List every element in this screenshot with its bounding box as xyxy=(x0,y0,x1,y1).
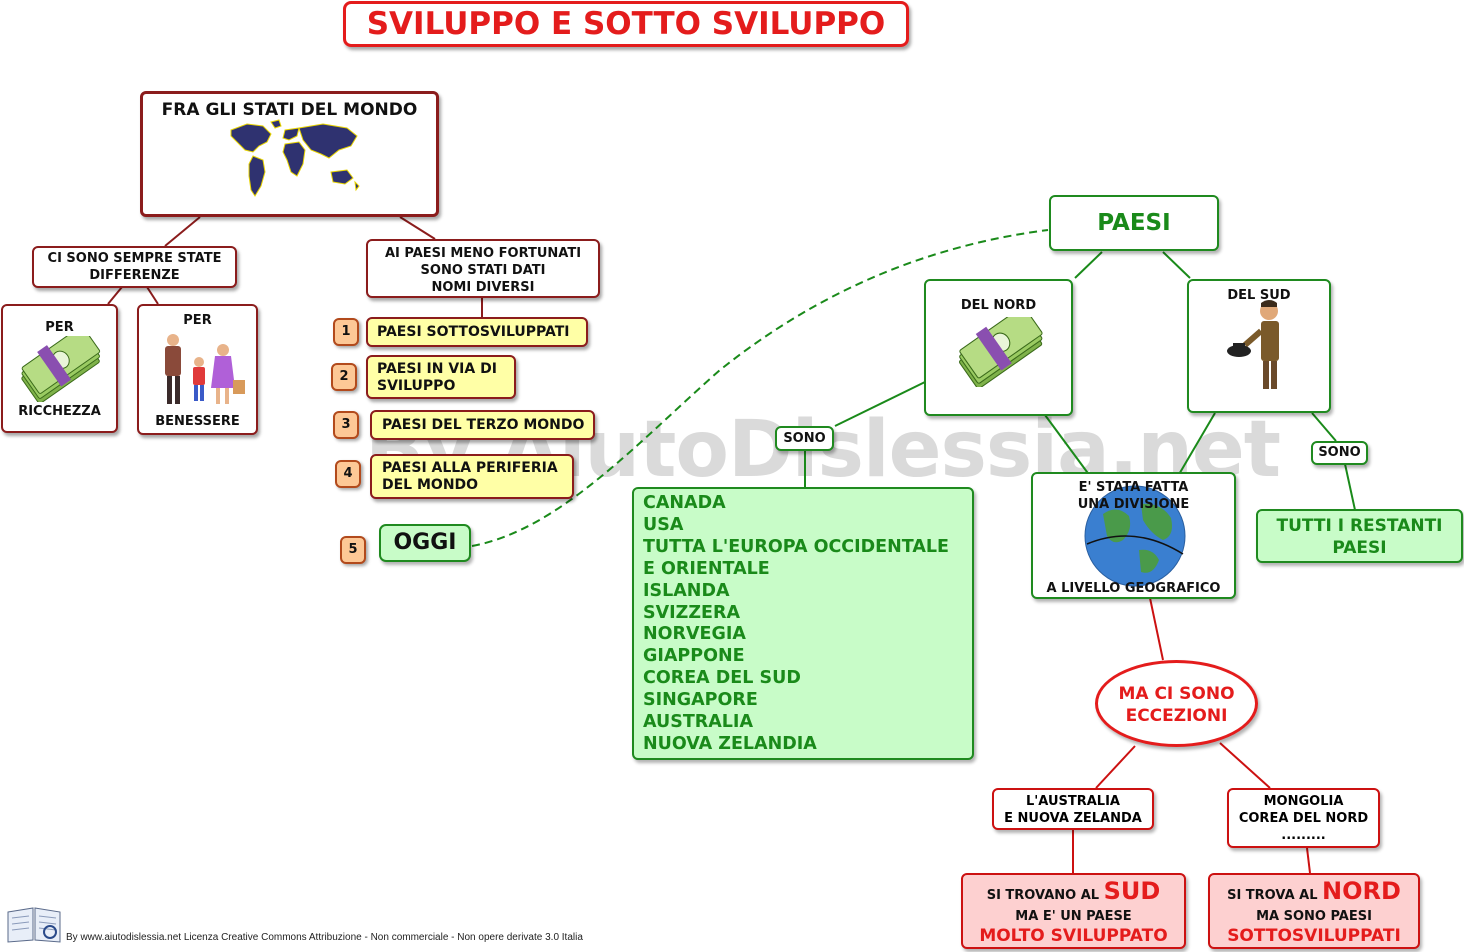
country-item: CANADA xyxy=(643,493,726,513)
result-left-line2: MA E' UN PAESE xyxy=(1015,909,1132,924)
number-badge: 1 xyxy=(333,318,359,346)
name-item-line1: PAESI DEL TERZO MONDO xyxy=(382,417,585,433)
world-states-label: FRA GLI STATI DEL MONDO xyxy=(161,100,418,120)
paesi-label: PAESI xyxy=(1097,210,1171,236)
sono-right-label: SONO xyxy=(1318,445,1361,460)
result-left-big: SUD xyxy=(1103,877,1161,905)
wealth-bottom-label: RICCHEZZA xyxy=(18,404,101,419)
wellbeing-top-label: PER xyxy=(183,313,212,328)
country-item: COREA DEL SUD xyxy=(643,668,801,689)
exception-right-node: MONGOLIA COREA DEL NORD ......... xyxy=(1227,788,1380,848)
north-countries-list: CANADA USA TUTTA L'EUROPA OCCIDENTALE E … xyxy=(632,487,974,760)
north-label: DEL NORD xyxy=(960,298,1037,313)
sono-left-label: SONO xyxy=(783,431,826,446)
country-item: SINGAPORE xyxy=(643,690,758,711)
result-right-node: SI TROVA AL NORD MA SONO PAESI SOTTOSVIL… xyxy=(1208,873,1420,949)
result-right-line2: MA SONO PAESI xyxy=(1256,909,1372,924)
today-label: OGGI xyxy=(393,530,457,555)
division-line2: UNA DIVISIONE xyxy=(1077,497,1190,512)
differences-node: CI SONO SEMPRE STATE DIFFERENZE xyxy=(32,246,237,288)
exception-right-line2: COREA DEL NORD xyxy=(1238,811,1369,826)
page-title-text: SVILUPPO E SOTTO SVILUPPO xyxy=(366,6,886,42)
page-title: SVILUPPO E SOTTO SVILUPPO xyxy=(343,1,909,47)
sono-right-node: SONO xyxy=(1311,441,1368,465)
name-item: PAESI IN VIA DI SVILUPPO xyxy=(366,355,516,399)
name-item-line2: SVILUPPO xyxy=(377,378,456,394)
division-line1: E' STATA FATTA xyxy=(1078,480,1189,495)
result-left-line3: MOLTO SVILUPPATO xyxy=(979,926,1168,946)
division-bottom: A LIVELLO GEOGRAFICO xyxy=(1046,581,1221,596)
number-badge: 2 xyxy=(331,363,357,391)
differences-line1: CI SONO SEMPRE STATE xyxy=(47,251,222,266)
differences-line2: DIFFERENZE xyxy=(89,268,180,283)
different-names-node: AI PAESI MENO FORTUNATI SONO STATI DATI … xyxy=(366,239,600,298)
exception-right-line1: MONGOLIA xyxy=(1263,794,1344,809)
name-item: PAESI ALLA PERIFERIA DEL MONDO xyxy=(370,454,574,499)
south-label: DEL SUD xyxy=(1227,288,1291,303)
family-icon xyxy=(165,334,245,404)
wellbeing-node: PER BENESSERE xyxy=(137,304,258,435)
result-right-big: NORD xyxy=(1322,877,1401,905)
result-left-line1: SI TROVANO AL SUD xyxy=(963,879,1184,908)
name-item-line1: PAESI IN VIA DI xyxy=(377,361,497,377)
exception-left-node: L'AUSTRALIA E NUOVA ZELANDA xyxy=(992,788,1154,830)
result-right-pre: SI TROVA AL xyxy=(1227,888,1318,903)
names-line1: AI PAESI MENO FORTUNATI xyxy=(384,246,582,261)
footer-license: By www.aiutodislessia.net Licenza Creati… xyxy=(66,932,583,943)
number-badge: 3 xyxy=(333,411,359,439)
world-states-node: FRA GLI STATI DEL MONDO xyxy=(140,91,439,217)
country-item: E ORIENTALE xyxy=(643,558,770,579)
book-logo-icon xyxy=(7,907,61,943)
wealth-node: PER RICCHEZZA xyxy=(1,304,118,433)
country-item: TUTTA L'EUROPA OCCIDENTALE xyxy=(643,536,950,557)
country-item: USA xyxy=(643,514,684,535)
number-badge: 4 xyxy=(335,460,361,488)
result-left-node: SI TROVANO AL SUD MA E' UN PAESE MOLTO S… xyxy=(961,873,1186,949)
exceptions-line2: ECCEZIONI xyxy=(1125,706,1228,726)
sono-left-node: SONO xyxy=(775,426,834,451)
country-item: SVIZZERA xyxy=(643,602,741,623)
money-icon xyxy=(959,317,1043,387)
rest-line1: TUTTI I RESTANTI xyxy=(1276,516,1443,536)
exception-right-line3: ......... xyxy=(1281,828,1326,843)
money-icon xyxy=(21,336,101,402)
country-item: NORVEGIA xyxy=(643,624,746,645)
name-item: PAESI DEL TERZO MONDO xyxy=(370,410,595,440)
exception-left-line2: E NUOVA ZELANDA xyxy=(1004,811,1142,826)
country-item: AUSTRALIA xyxy=(643,712,753,733)
today-node: OGGI xyxy=(379,524,471,562)
exception-left-line1: L'AUSTRALIA xyxy=(1026,794,1120,809)
rest-line2: PAESI xyxy=(1332,538,1387,558)
name-item: PAESI SOTTOSVILUPPATI xyxy=(366,317,588,347)
exceptions-line1: MA CI SONO xyxy=(1118,684,1235,704)
name-item-line1: PAESI SOTTOSVILUPPATI xyxy=(377,324,570,340)
result-right-line3: SOTTOSVILUPPATI xyxy=(1227,926,1401,946)
country-item: NUOVA ZELANDIA xyxy=(643,733,817,754)
exceptions-node: MA CI SONO ECCEZIONI xyxy=(1095,660,1258,747)
names-line3: NOMI DIVERSI xyxy=(431,280,535,295)
wellbeing-bottom-label: BENESSERE xyxy=(155,414,240,429)
country-item: ISLANDA xyxy=(643,580,730,601)
paesi-node: PAESI xyxy=(1049,195,1219,251)
world-map-icon xyxy=(230,119,360,197)
globe-icon xyxy=(1084,485,1186,587)
division-node: E' STATA FATTA UNA DIVISIONE A LIVELLO G… xyxy=(1031,472,1236,599)
south-node: DEL SUD xyxy=(1187,279,1331,413)
result-right-line1: SI TROVA AL NORD xyxy=(1210,879,1418,908)
name-item-line2: DEL MONDO xyxy=(382,477,479,493)
result-left-pre: SI TROVANO AL xyxy=(986,888,1100,903)
beggar-icon xyxy=(1227,300,1279,389)
number-badge: 5 xyxy=(340,536,366,564)
names-line2: SONO STATI DATI xyxy=(420,263,546,278)
name-item-line1: PAESI ALLA PERIFERIA xyxy=(382,460,558,476)
country-item: GIAPPONE xyxy=(643,646,745,667)
wealth-top-label: PER xyxy=(45,320,74,335)
rest-countries-node: TUTTI I RESTANTI PAESI xyxy=(1256,509,1463,563)
north-node: DEL NORD xyxy=(924,279,1073,416)
